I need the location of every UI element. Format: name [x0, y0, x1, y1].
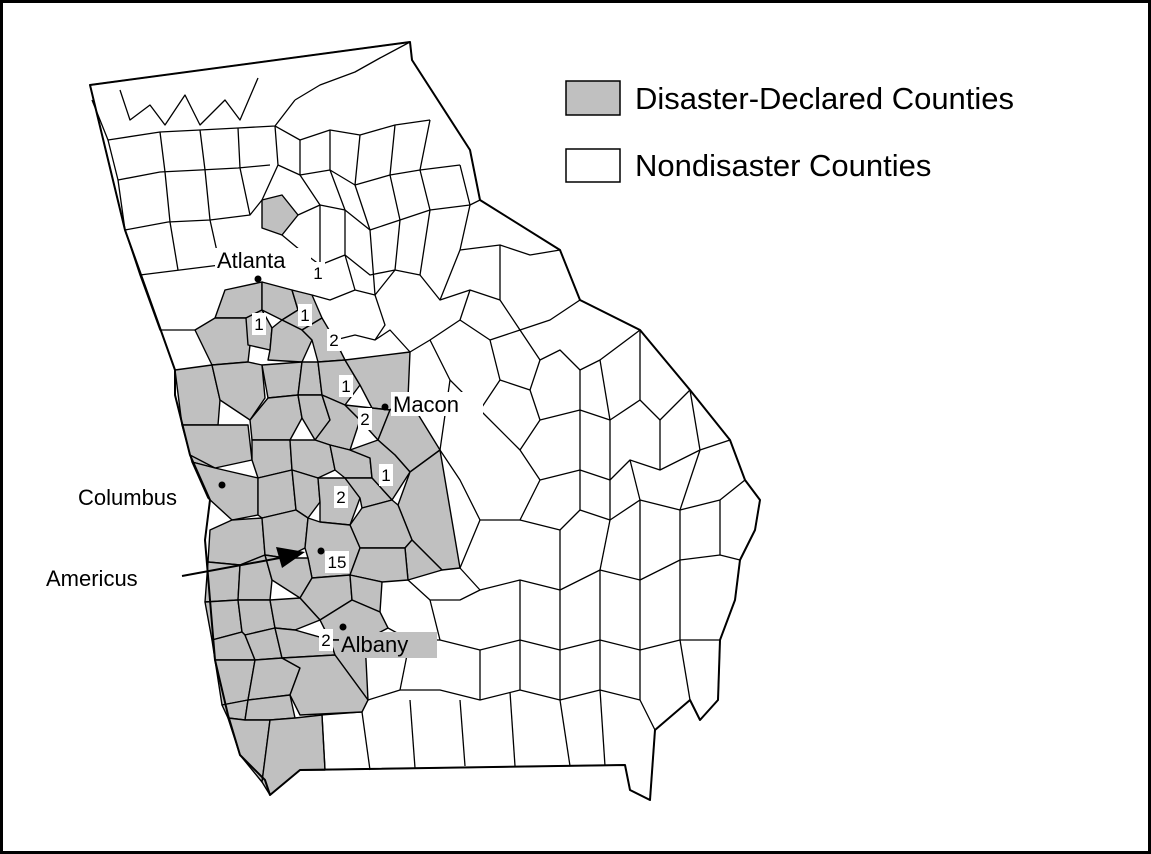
county-disaster	[237, 554, 273, 601]
legend-label-nondisaster: Nondisaster Counties	[635, 148, 931, 183]
count-label: 1	[252, 313, 266, 335]
macon-label-bg	[391, 392, 483, 416]
count-value: 1	[381, 466, 390, 485]
county-disaster	[269, 597, 321, 631]
atlanta-label-bg	[215, 248, 311, 272]
count-label: 2	[327, 329, 341, 351]
cities: Atlanta Macon Columbus Americus Albany	[46, 248, 483, 658]
county-disaster	[261, 714, 326, 796]
county-disaster	[267, 319, 313, 363]
legend-swatch-nondisaster	[565, 148, 621, 183]
city-label-macon: Macon	[393, 392, 459, 417]
count-value: 1	[313, 264, 322, 283]
city-label-atlanta: Atlanta	[217, 248, 286, 273]
count-value: 2	[329, 331, 338, 350]
legend-swatch-disaster	[565, 80, 621, 116]
city-dot-americus	[317, 547, 325, 555]
count-label: 2	[358, 408, 372, 430]
city-label-americus: Americus	[46, 566, 138, 591]
count-label: 2	[334, 486, 348, 508]
count-value: 1	[341, 377, 350, 396]
count-value: 1	[254, 315, 263, 334]
count-value: 2	[360, 410, 369, 429]
city-dot-albany	[339, 623, 347, 631]
city-dot-macon	[381, 403, 389, 411]
count-label: 1	[311, 262, 325, 284]
legend: Disaster-Declared Counties Nondisaster C…	[565, 80, 1014, 183]
americus-arrow	[181, 547, 305, 577]
count-value: 2	[321, 631, 330, 650]
state-outline	[89, 41, 761, 801]
albany-label-bg	[339, 632, 437, 658]
count-label: 1	[379, 464, 393, 486]
county-disaster	[261, 361, 303, 399]
city-dot-columbus	[218, 481, 226, 489]
county-disaster	[211, 361, 266, 421]
count-value: 1	[300, 306, 309, 325]
count-value: 15	[328, 553, 347, 572]
count-labels: 1 1 1 2 1 2 1 2 15 2	[252, 262, 393, 651]
count-label: 2	[319, 629, 333, 651]
count-value: 2	[336, 488, 345, 507]
city-label-columbus: Columbus	[78, 485, 177, 510]
count-label: 1	[298, 304, 312, 326]
nondisaster-county-lines	[91, 41, 746, 771]
county-disaster	[261, 194, 299, 236]
county-disaster	[291, 469, 321, 519]
county-disaster	[174, 364, 221, 426]
county-disaster	[281, 654, 369, 716]
legend-label-disaster: Disaster-Declared Counties	[635, 81, 1014, 116]
city-label-albany: Albany	[341, 632, 408, 657]
city-dot-atlanta	[254, 275, 262, 283]
count-label: 15	[325, 551, 349, 573]
count-label: 1	[339, 375, 353, 397]
